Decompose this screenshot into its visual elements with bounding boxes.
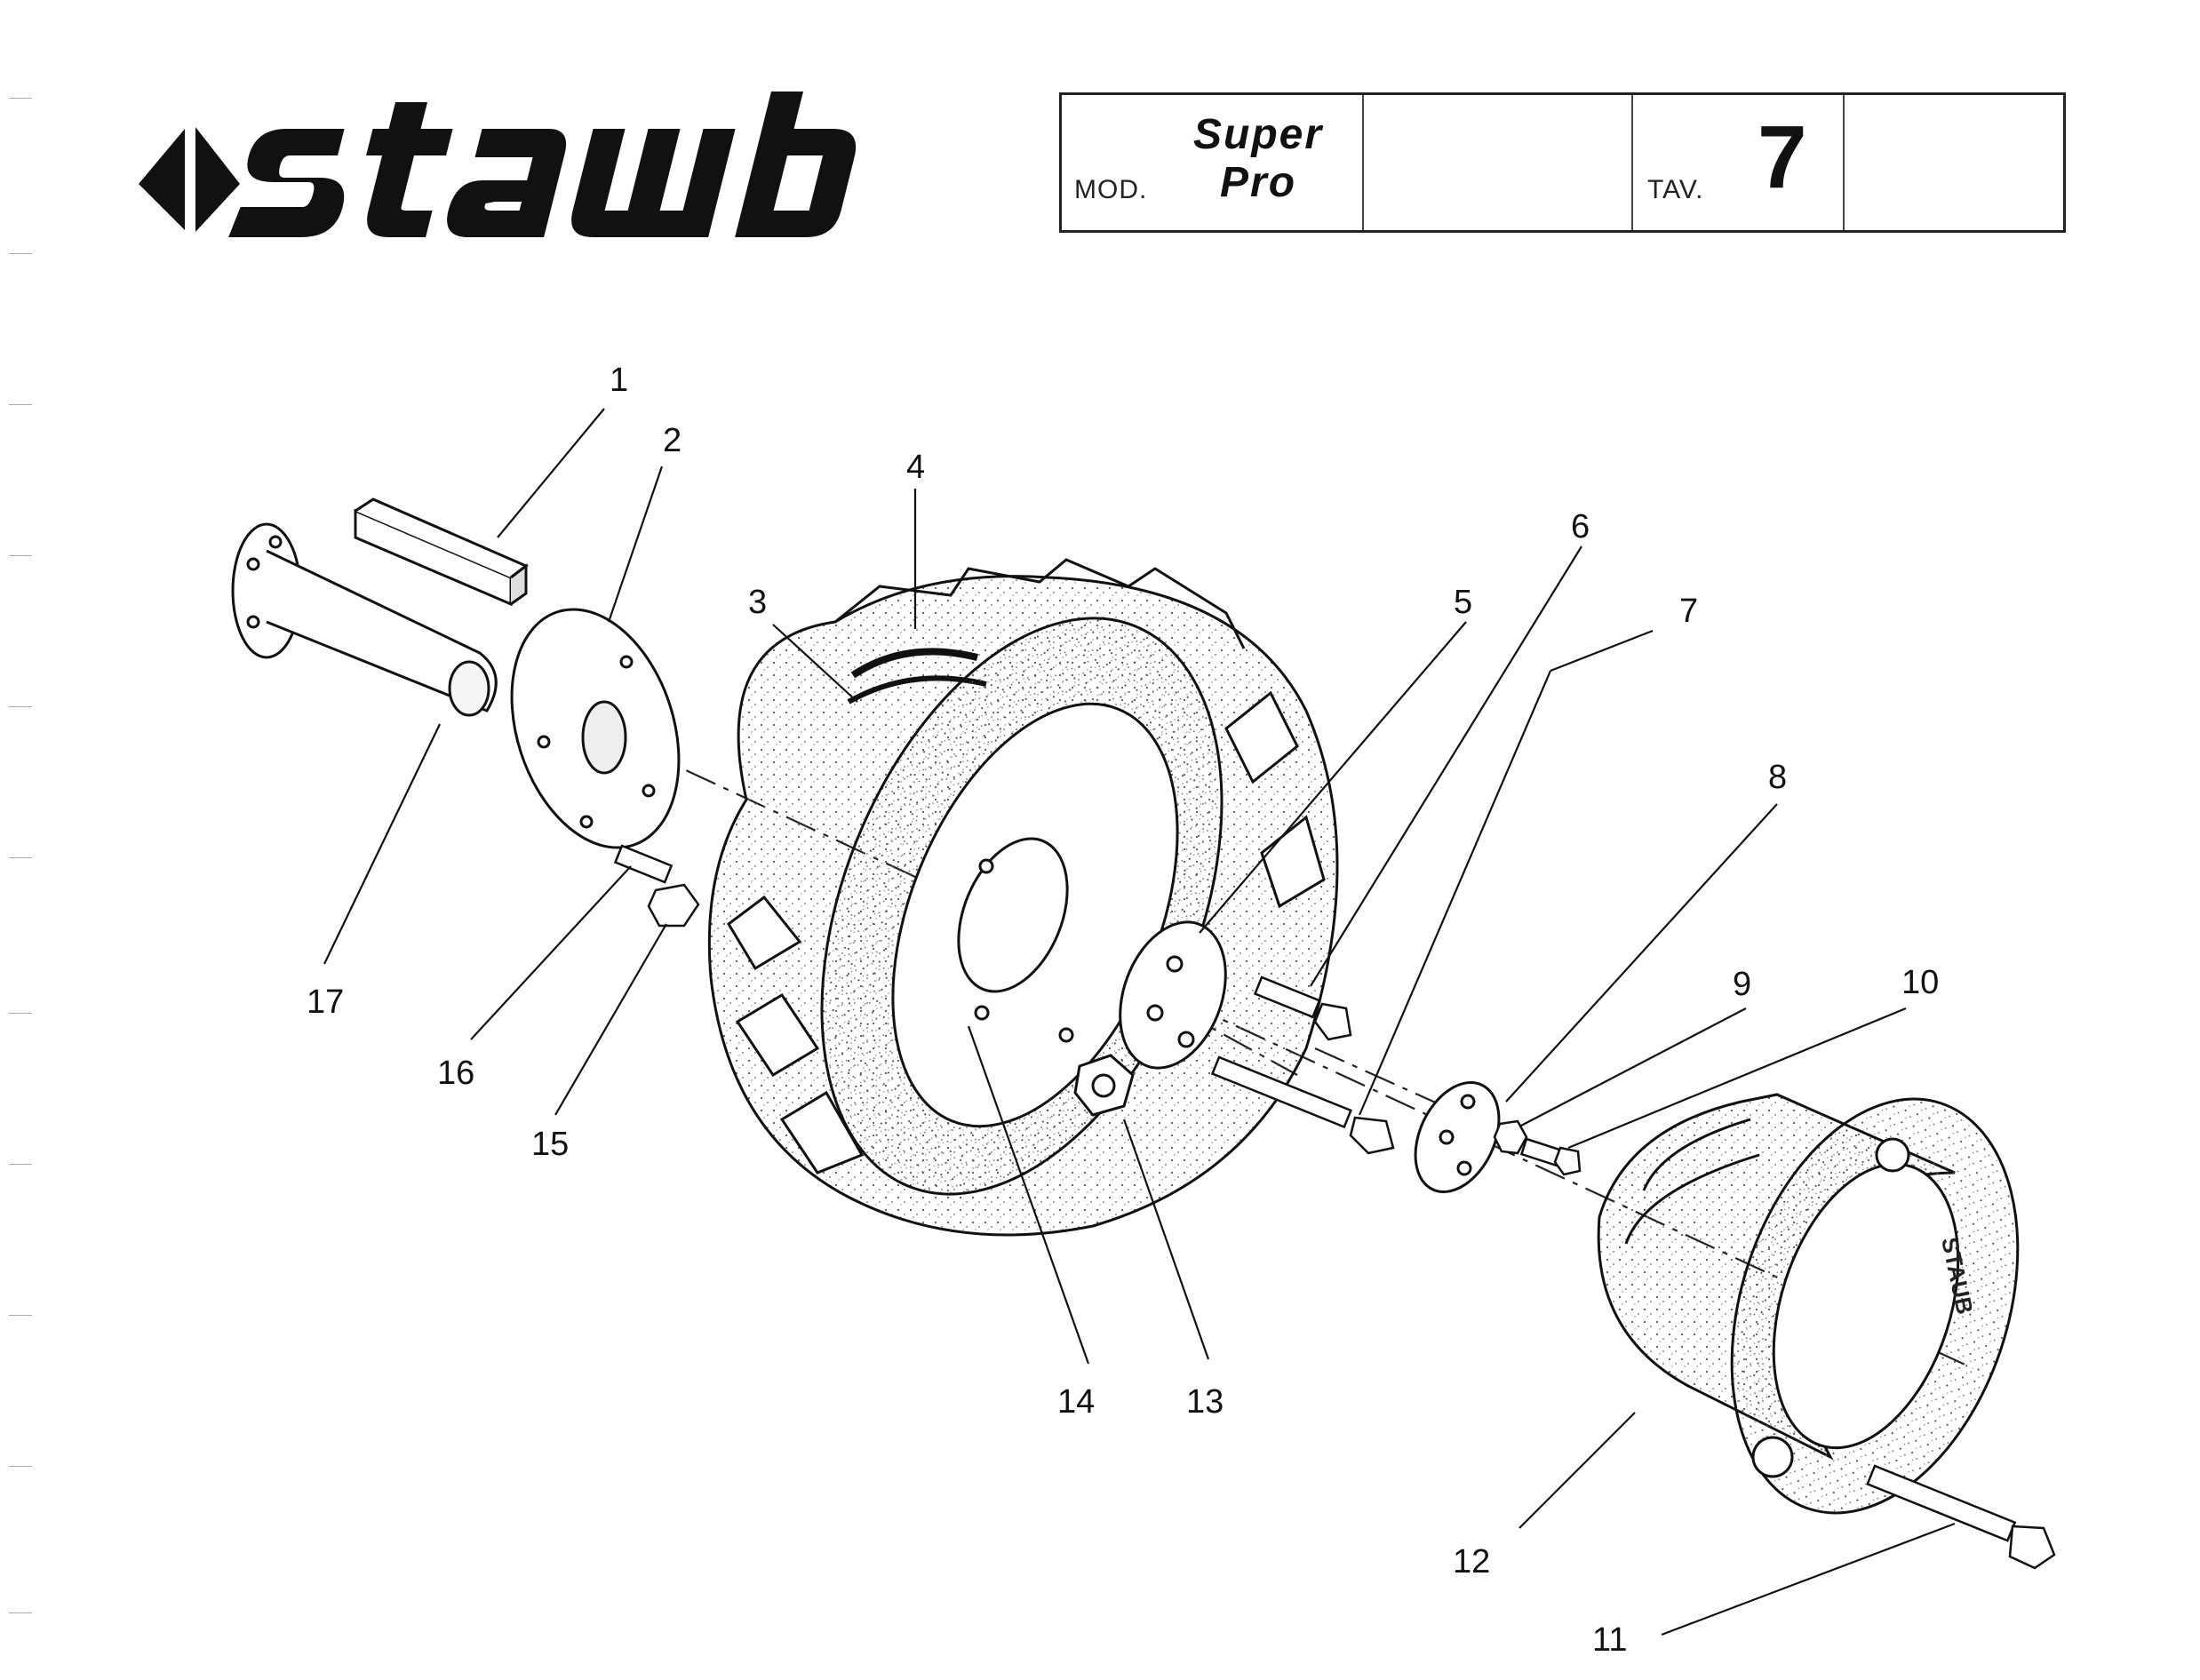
scan-mark	[9, 404, 32, 405]
small-disc	[1414, 1080, 1501, 1194]
rim	[820, 617, 1224, 1196]
scan-mark	[9, 253, 32, 254]
scan-mark	[9, 555, 32, 556]
model-cell: MOD. Super Pro	[1062, 95, 1364, 230]
scan-mark	[9, 1315, 32, 1316]
callout-5: 5	[1454, 584, 1472, 621]
washer	[1493, 1119, 1528, 1155]
callout-7: 7	[1679, 593, 1698, 630]
nut	[647, 883, 700, 928]
long-bolt	[1210, 1055, 1395, 1155]
table-label: TAV.	[1647, 175, 1704, 204]
wheel-nut	[1073, 1054, 1135, 1117]
staub-logo: staub	[139, 92, 857, 237]
title-block: MOD. Super Pro TAV. 7	[1059, 92, 2066, 233]
callout-14: 14	[1057, 1383, 1095, 1421]
model-name-line2: Pro	[1220, 159, 1297, 206]
scan-mark	[9, 1013, 32, 1014]
callout-6: 6	[1571, 508, 1590, 545]
callout-15: 15	[531, 1126, 569, 1163]
model-name: Super Pro	[1193, 111, 1323, 207]
scan-mark	[9, 706, 32, 707]
callout-9: 9	[1733, 966, 1751, 1003]
callout-8: 8	[1768, 759, 1787, 796]
callout-2: 2	[663, 422, 682, 459]
key	[354, 498, 529, 607]
weight-bolt	[1866, 1464, 2056, 1570]
callouts: 1 2 3 4 5 6 7 8 9 10 11 12 13 14 15 16 1…	[307, 362, 1939, 1659]
model-name-line1: Super	[1193, 111, 1324, 158]
blank-cell	[1364, 95, 1633, 230]
hub-shaft	[231, 522, 498, 717]
callout-1: 1	[610, 362, 628, 399]
leader-lines	[323, 408, 1956, 1636]
screw	[1519, 1137, 1582, 1176]
plate	[1119, 920, 1227, 1070]
scan-mark	[9, 857, 32, 858]
callout-13: 13	[1186, 1383, 1224, 1421]
scan-mark	[9, 1612, 32, 1613]
table-cell: TAV. 7	[1633, 95, 1845, 230]
callout-11: 11	[1592, 1621, 1627, 1659]
callout-10: 10	[1901, 964, 1939, 1001]
callout-16: 16	[437, 1055, 474, 1092]
callout-12: 12	[1453, 1543, 1490, 1580]
scan-mark	[9, 1466, 32, 1467]
model-label: MOD.	[1074, 175, 1148, 204]
scan-mark	[9, 1164, 32, 1165]
short-bolt	[1253, 975, 1352, 1041]
callout-3: 3	[748, 584, 767, 621]
scan-mark	[9, 98, 32, 99]
table-number: 7	[1758, 107, 1807, 207]
callout-4: 4	[906, 449, 925, 486]
stud	[613, 844, 674, 884]
wheel-weight	[1597, 1093, 2020, 1515]
flange-disc	[510, 608, 681, 849]
callout-17: 17	[307, 983, 344, 1021]
